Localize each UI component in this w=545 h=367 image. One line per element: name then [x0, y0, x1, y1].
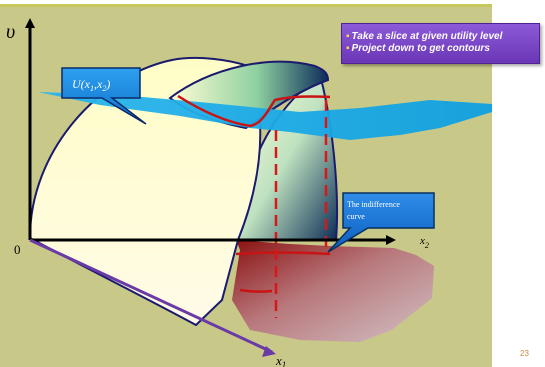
x1-axis-arrowhead	[262, 346, 276, 357]
instruction-line-2: ▪Project down to get contours	[346, 43, 539, 55]
instruction-text-2: Project down to get contours	[351, 43, 490, 54]
contour-on-surface	[177, 94, 331, 128]
utility-function-tag: U(x1,x2)	[61, 67, 147, 125]
top-accent-bar	[0, 4, 545, 7]
x1-axis-label: x1	[275, 353, 286, 367]
indifference-label-line2: curve	[347, 212, 365, 221]
page-number: 23	[520, 349, 529, 358]
instruction-text-1: Take a slice at given utility level	[351, 31, 503, 42]
top-margin	[0, 0, 545, 4]
y-axis-label: υ	[6, 21, 15, 43]
utility-function-label: U(x1,x2)	[72, 77, 110, 93]
x1-axis	[29, 238, 273, 354]
origin-label: 0	[14, 242, 21, 257]
projection-shadow	[232, 240, 434, 342]
instructions-callout: ▪Take a slice at given utility level ▪Pr…	[341, 23, 540, 64]
inner-contour-projection	[239, 288, 273, 293]
instruction-line-1: ▪Take a slice at given utility level	[346, 31, 539, 43]
x2-axis-label: x2	[419, 235, 429, 250]
bullet-icon: ▪	[346, 43, 350, 54]
indifference-curve-callout: The indifference curve	[327, 192, 435, 253]
indifference-label-line1: The indifference	[347, 200, 400, 209]
bullet-icon: ▪	[346, 31, 350, 42]
indifference-curve-projection	[235, 251, 331, 256]
